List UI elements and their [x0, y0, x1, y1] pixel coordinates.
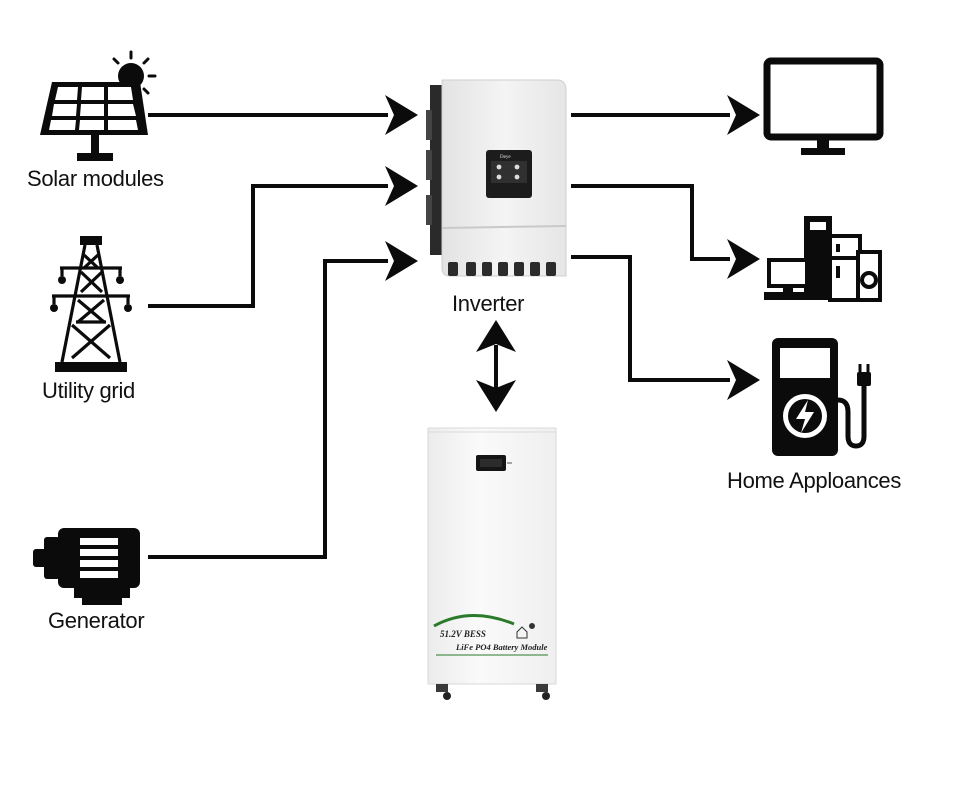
solar-to-inverter-arrow [148, 95, 418, 135]
inverter-to-ev-charger-arrow [571, 255, 760, 400]
battery-voltage-label: 51.2V BESS [440, 629, 486, 639]
inverter-to-monitor-arrow [571, 95, 760, 135]
battery-cabinet: 51.2V BESS LiFe PO4 Battery Module [427, 427, 557, 700]
solar-modules-label: Solar modules [27, 166, 164, 191]
generator-label: Generator [48, 608, 145, 633]
inverter-unit: Deye [426, 79, 567, 277]
utility-grid-label: Utility grid [42, 378, 135, 403]
generator-icon [33, 528, 140, 605]
grid-to-inverter-arrow [148, 166, 418, 308]
inverter-to-appliances-arrow [571, 184, 760, 279]
ev-charger-icon [772, 338, 871, 456]
solar-panel-icon [40, 50, 157, 161]
generator-to-inverter-arrow [148, 241, 418, 559]
battery-chemistry-label: LiFe PO4 Battery Module [455, 642, 548, 652]
home-appliances-label: Home Apploances [727, 468, 902, 493]
inverter-label: Inverter [452, 291, 525, 316]
inverter-brand: Deye [500, 155, 511, 160]
transmission-tower-icon [50, 236, 132, 372]
monitor-icon [763, 57, 884, 155]
appliances-icon [764, 216, 882, 302]
inverter-battery-bidirectional-arrow [476, 320, 516, 412]
house-logo-icon [516, 623, 535, 639]
